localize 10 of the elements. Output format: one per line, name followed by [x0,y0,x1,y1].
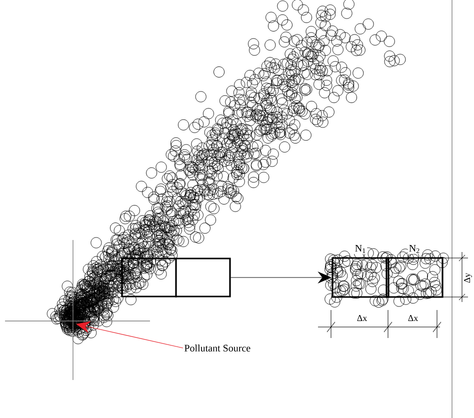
arrow [76,321,184,348]
grid-box [121,258,231,298]
dimension-label: Δx [407,314,419,322]
node-label: N$_{1}$ [355,244,366,253]
dimension-label: Δy [464,272,472,284]
grid-cell: N$_{1}$ [332,244,390,298]
node-label: N$_{2}$ [409,244,420,253]
dimension-label: Δx [356,314,368,322]
callout-text: Pollutant Source [184,344,250,352]
grid-cell: N$_{2}$ [386,244,444,298]
